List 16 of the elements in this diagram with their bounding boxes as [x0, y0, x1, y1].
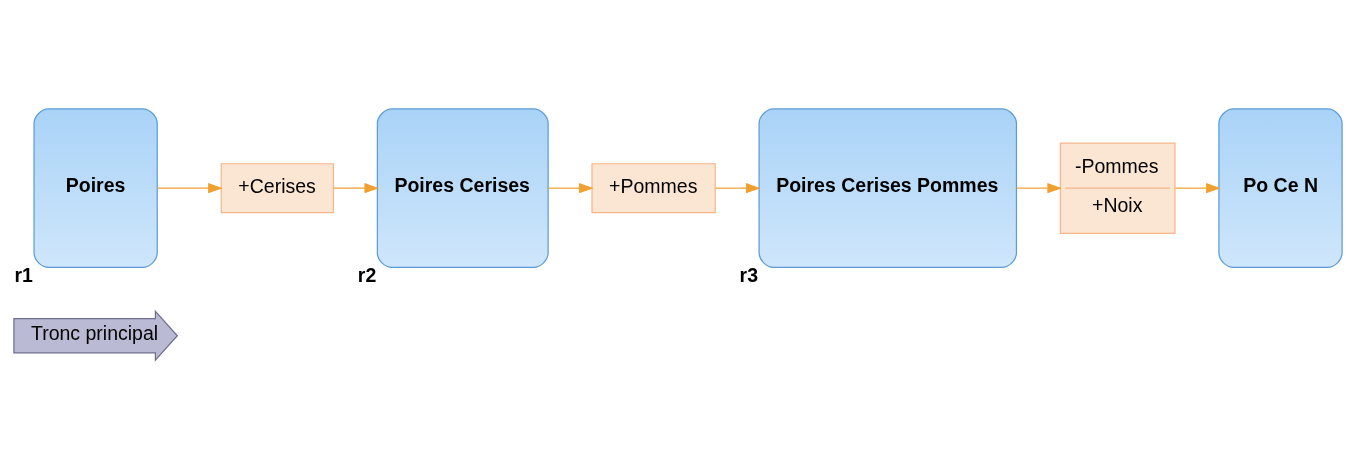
arrow: [332, 182, 380, 193]
node-box: Poires Cerises Pommes: [758, 107, 1018, 268]
arrow: [1174, 182, 1221, 193]
arrow: [547, 182, 594, 193]
node-box: Poires: [33, 107, 158, 268]
node-label: r1: [14, 263, 33, 286]
node-box: +Cerises: [220, 162, 335, 213]
node-box: Po Ce N: [1218, 107, 1343, 268]
node-label: r3: [739, 263, 759, 286]
node-box: Poires Cerises: [376, 107, 549, 268]
node-label: r2: [357, 263, 377, 286]
node-box: -Pommes +Noix: [1059, 141, 1176, 234]
arrow: [1016, 182, 1062, 193]
arrow: [156, 182, 223, 193]
arrow: [715, 182, 761, 193]
node-box: +Pommes: [591, 162, 716, 213]
